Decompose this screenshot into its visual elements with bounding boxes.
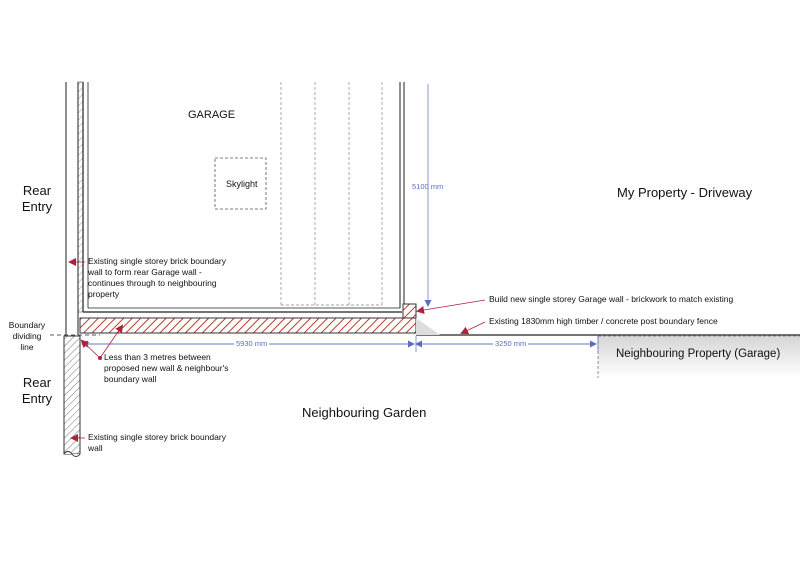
skylight-label: Skylight [226, 179, 258, 189]
boundary-wall-annotation-1: Existing single storey brick boundary [88, 432, 226, 442]
boundary-line-label-1: Boundary [8, 320, 46, 330]
rear-boundary-wall [65, 81, 84, 335]
rear-entry-bottom-line-1: Rear [22, 375, 52, 390]
driveway-shade [416, 318, 440, 335]
rear-wall-annotation-3: continues through to neighbouring [88, 278, 217, 288]
rear-entry-top-line-2: Entry [21, 198, 53, 214]
boundary-line-label-2: dividing [12, 331, 42, 341]
rear-entry-label-bottom: Rear Entry [18, 375, 56, 406]
new-garage-wall [79, 303, 417, 334]
distance-annotation-1: Less than 3 metres between [104, 352, 211, 362]
rear-wall-annotation-2: wall to form rear Garage wall - [88, 267, 202, 277]
rear-wall-annotation: Existing single storey brick boundary wa… [88, 256, 226, 300]
dimension-vertical-label: 5100 mm [412, 182, 444, 191]
rear-entry-bottom-line-2: Entry [21, 390, 53, 406]
dimension-driveway-label: 3250 mm [493, 339, 529, 348]
garage-outline [82, 82, 405, 313]
boundary-line-label-3: line [20, 342, 34, 352]
my-property-label: My Property - Driveway [617, 185, 753, 200]
existing-boundary-wall-lower [63, 335, 81, 457]
neighbouring-property-label: Neighbouring Property (Garage) [616, 348, 781, 360]
rear-wall-annotation-1: Existing single storey brick boundary [88, 256, 226, 266]
annotation-arrows [68, 258, 486, 442]
new-wall-annotation: Build new single storey Garage wall - br… [489, 294, 734, 304]
distance-annotation-2: proposed new wall & neighbour's [104, 363, 229, 373]
garage-door-lines [280, 82, 383, 306]
skylight-box [214, 157, 267, 210]
rear-entry-label-top: Rear Entry [18, 183, 56, 214]
boundary-wall-annotation: Existing single storey brick boundary wa… [88, 432, 226, 454]
boundary-wall-annotation-2: wall [88, 443, 103, 453]
fence-annotation: Existing 1830mm high timber / concrete p… [489, 316, 718, 326]
garage-label: GARAGE [188, 109, 236, 121]
neighbouring-garden-label: Neighbouring Garden [302, 405, 427, 420]
neighbouring-garage-block [597, 335, 800, 378]
distance-annotation-3: boundary wall [104, 374, 157, 384]
rear-wall-annotation-4: property [88, 289, 120, 299]
boundary-line-label: Boundary dividing line [6, 320, 48, 353]
annotation-dot [98, 356, 102, 360]
distance-annotation: Less than 3 metres between proposed new … [104, 352, 228, 385]
dimension-garage-label: 5930 mm [234, 339, 270, 348]
rear-entry-top-line-1: Rear [22, 183, 52, 198]
